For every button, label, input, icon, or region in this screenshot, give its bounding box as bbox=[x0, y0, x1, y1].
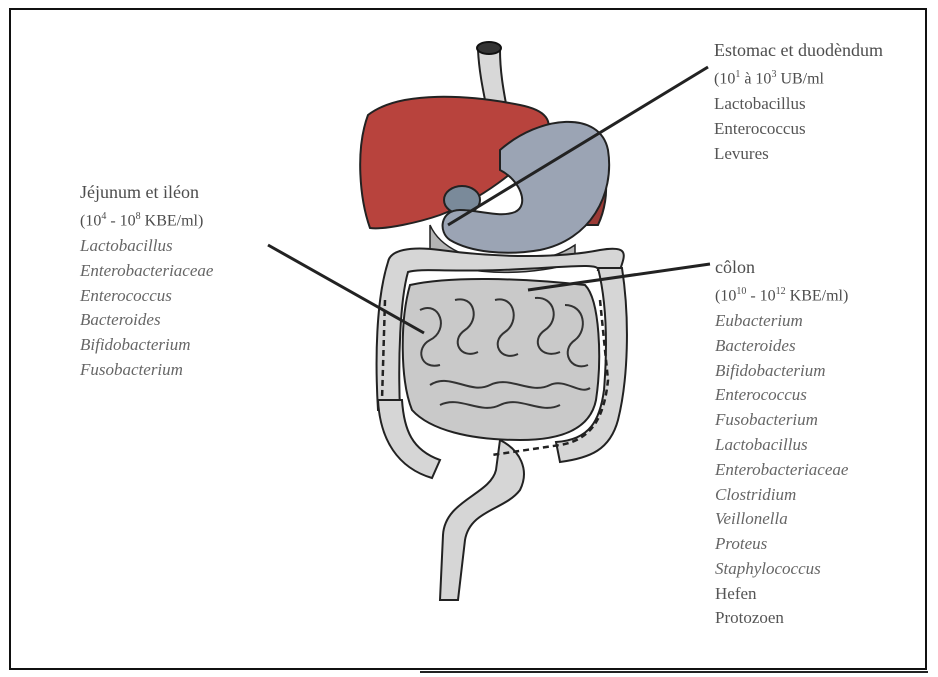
colon-organism: Hefen bbox=[715, 582, 848, 607]
colon-label: côlon (1010 - 1012 KBE/ml) Eubacterium B… bbox=[715, 255, 848, 631]
stomach-label: Estomac et duodèndum (101 à 103 UB/ml La… bbox=[714, 38, 883, 166]
stomach-range: (101 à 103 UB/ml bbox=[714, 63, 883, 92]
jejunum-organism: Bacteroides bbox=[80, 308, 213, 333]
jejunum-organism: Lactobacillus bbox=[80, 234, 213, 259]
stomach-organism: Enterococcus bbox=[714, 117, 883, 142]
colon-organism: Enterococcus bbox=[715, 383, 848, 408]
colon-organism: Bacteroides bbox=[715, 334, 848, 359]
jejunum-organism: Bifidobacterium bbox=[80, 333, 213, 358]
colon-organism: Veillonella bbox=[715, 507, 848, 532]
jejunum-organism: Enterococcus bbox=[80, 284, 213, 309]
colon-organism: Clostridium bbox=[715, 483, 848, 508]
colon-organism: Staphylococcus bbox=[715, 557, 848, 582]
jejunum-range: (104 - 108 KBE/ml) bbox=[80, 205, 213, 234]
jejunum-title: Jéjunum et iléon bbox=[80, 180, 213, 205]
colon-organism: Proteus bbox=[715, 532, 848, 557]
colon-title: côlon bbox=[715, 255, 848, 280]
jejunum-organism: Enterobacteriaceae bbox=[80, 259, 213, 284]
colon-organism: Enterobacteriaceae bbox=[715, 458, 848, 483]
colon-organism: Fusobacterium bbox=[715, 408, 848, 433]
colon-organism: Eubacterium bbox=[715, 309, 848, 334]
colon-range: (1010 - 1012 KBE/ml) bbox=[715, 280, 848, 309]
stomach-title: Estomac et duodèndum bbox=[714, 38, 883, 63]
stomach-organism: Levures bbox=[714, 142, 883, 167]
colon-organism: Lactobacillus bbox=[715, 433, 848, 458]
jejunum-label: Jéjunum et iléon (104 - 108 KBE/ml) Lact… bbox=[80, 180, 213, 383]
colon-organism: Protozoen bbox=[715, 606, 848, 631]
jejunum-organism: Fusobacterium bbox=[80, 358, 213, 383]
rectum bbox=[440, 440, 524, 600]
stomach-organism: Lactobacillus bbox=[714, 92, 883, 117]
colon-organism: Bifidobacterium bbox=[715, 359, 848, 384]
